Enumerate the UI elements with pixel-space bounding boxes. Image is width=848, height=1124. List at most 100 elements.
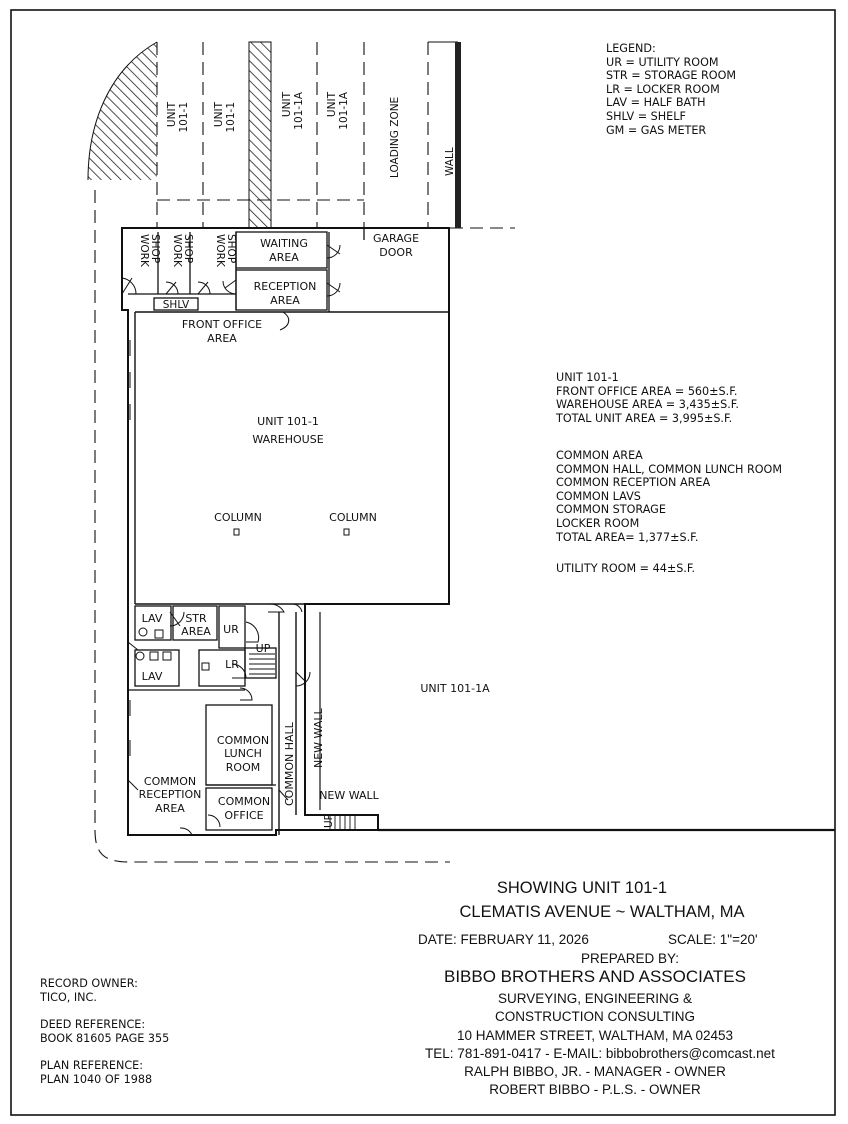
svg-text:UNIT101-1: UNIT101-1 [166, 101, 190, 132]
reception-area-line-2: AREA [270, 294, 300, 307]
title-contact: TEL: 781-891-0417 - E-MAIL: bibbobrother… [425, 1046, 775, 1061]
column-2-label: COLUMN [329, 511, 377, 524]
stairs [249, 653, 356, 830]
sheet-border [10, 9, 836, 1116]
column-1-label: COLUMN [214, 511, 262, 524]
lav-2-label: LAV [142, 670, 163, 683]
common-summary-line-1: COMMON AREA [556, 449, 643, 462]
fixtures [135, 528, 350, 671]
svg-text:WORKSHOP: WORKSHOP [138, 234, 161, 268]
str-area-line-1: STR [185, 612, 207, 625]
stall-2-line-1: UNIT [213, 101, 225, 127]
common-lunch-room-line-1: COMMON [217, 734, 269, 747]
common-summary: COMMON AREA COMMON HALL, COMMON LUNCH RO… [556, 449, 782, 544]
parking-lines [94, 42, 515, 830]
stall-3-line-2: 101-1A [293, 91, 305, 130]
building-walls [121, 227, 835, 836]
work-shop-3-line-2: SHOP [225, 234, 237, 263]
front-office-rooms [128, 228, 365, 312]
legend-item-lav: LAV = HALF BATH [606, 96, 706, 110]
lr-label: LR [225, 658, 239, 671]
new-wall-vertical-label: NEW WALL [312, 708, 325, 768]
str-area-line-2: AREA [181, 625, 211, 638]
svg-text:UNIT101-1A: UNIT101-1A [326, 91, 350, 130]
wall-bar [455, 42, 461, 228]
legend-item-gm: GM = GAS METER [606, 123, 707, 137]
common-reception-area-line-2: RECEPTION [139, 788, 202, 801]
common-summary-line-5: COMMON STORAGE [556, 503, 666, 517]
title-person-2: ROBERT BIBBO - P.L.S. - OWNER [489, 1082, 701, 1097]
unit-summary: UNIT 101-1 FRONT OFFICE AREA = 560±S.F. … [556, 371, 739, 425]
common-office-line-1: COMMON [218, 795, 270, 808]
front-office-area-line-1: FRONT OFFICE [182, 318, 262, 331]
common-lunch-room-line-2: LUNCH [224, 747, 262, 760]
stall-3-line-1: UNIT [281, 91, 293, 117]
legend-item-lr: LR = LOCKER ROOM [606, 82, 720, 96]
front-office-area-line-2: AREA [207, 332, 237, 345]
work-shop-1-line-1: WORK [138, 234, 150, 268]
common-summary-line-6: LOCKER ROOM [556, 516, 640, 530]
common-office-line-2: OFFICE [224, 809, 263, 822]
door-swings [121, 244, 341, 836]
reception-area-line-1: RECEPTION [254, 280, 317, 293]
stall-4-line-2: 101-1A [338, 91, 350, 130]
waiting-area-line-1: WAITING [260, 237, 308, 250]
title-services-2: CONSTRUCTION CONSULTING [494, 1009, 695, 1024]
title-scale: SCALE: 1"=20' [668, 932, 758, 947]
new-wall-horizontal-label: NEW WALL [319, 789, 379, 802]
svg-text:WORKSHOP: WORKSHOP [214, 234, 237, 268]
common-reception-area-line-3: AREA [155, 802, 185, 815]
plan-reference-label: PLAN REFERENCE: [40, 1059, 144, 1072]
waiting-area-line-2: AREA [269, 251, 299, 264]
common-summary-line-4: COMMON LAVS [556, 489, 641, 503]
title-services-1: SURVEYING, ENGINEERING & [497, 991, 693, 1006]
up-1-label: UP [256, 642, 271, 655]
legend-item-shlv: SHLV = SHELF [606, 109, 686, 123]
deed-reference-label: DEED REFERENCE: [40, 1018, 146, 1031]
common-summary-line-7: TOTAL AREA= 1,377±S.F. [556, 530, 699, 544]
common-summary-line-2: COMMON HALL, COMMON LUNCH ROOM [556, 462, 782, 476]
stall-1-line-1: UNIT [166, 101, 178, 127]
garage-door-line-1: GARAGE [373, 232, 419, 245]
record-owner: TICO, INC. [40, 991, 97, 1004]
common-summary-line-3: COMMON RECEPTION AREA [556, 476, 711, 490]
unit-101-1a-label: UNIT 101-1A [420, 682, 490, 695]
deed-reference: BOOK 81605 PAGE 355 [40, 1032, 170, 1045]
ur-label: UR [223, 623, 239, 636]
shelf-label: SHLV [163, 299, 190, 311]
svg-text:WORKSHOP: WORKSHOP [171, 234, 194, 268]
warehouse-line-2: WAREHOUSE [252, 433, 323, 446]
title-heading-1: SHOWING UNIT 101-1 [496, 879, 668, 897]
record-owner-label: RECORD OWNER: [40, 977, 138, 990]
title-address: 10 HAMMER STREET, WALTHAM, MA 02453 [456, 1028, 734, 1043]
work-shop-3-line-1: WORK [214, 234, 226, 268]
stall-2-line-2: 101-1 [225, 102, 237, 133]
title-heading-2: CLEMATIS AVENUE ~ WALTHAM, MA [459, 903, 745, 921]
legend-item-ur: UR = UTILITY ROOM [606, 55, 719, 69]
title-person-1: RALPH BIBBO, JR. - MANAGER - OWNER [464, 1064, 726, 1079]
common-reception-area-line-1: COMMON [144, 775, 196, 788]
common-lunch-room-line-3: ROOM [226, 761, 260, 774]
svg-text:UNIT101-1: UNIT101-1 [213, 101, 237, 132]
work-shop-2-line-2: SHOP [182, 234, 194, 263]
warehouse-line-1: UNIT 101-1 [257, 415, 319, 428]
wall-label: WALL [444, 147, 456, 176]
utility-room-area: UTILITY ROOM = 44±S.F. [556, 562, 696, 575]
stall-1-line-2: 101-1 [178, 102, 190, 133]
unit-summary-line-4: TOTAL UNIT AREA = 3,995±S.F. [556, 411, 733, 425]
island-edge [87, 41, 158, 181]
legend: LEGEND: UR = UTILITY ROOM STR = STORAGE … [606, 42, 736, 137]
plan-reference: PLAN 1040 OF 1988 [40, 1073, 153, 1086]
lav-1-label: LAV [142, 612, 163, 625]
unit-summary-line-1: UNIT 101-1 [556, 371, 619, 384]
unit-summary-line-3: WAREHOUSE AREA = 3,435±S.F. [556, 398, 739, 412]
unit-summary-line-2: FRONT OFFICE AREA = 560±S.F. [556, 384, 738, 398]
service-rooms [128, 605, 277, 831]
svg-text:UNIT101-1A: UNIT101-1A [281, 91, 305, 130]
title-prepared-by: PREPARED BY: [580, 951, 680, 966]
legend-item-str: STR = STORAGE ROOM [606, 69, 737, 83]
legend-title: LEGEND: [606, 42, 656, 55]
hatched-island [88, 42, 157, 180]
